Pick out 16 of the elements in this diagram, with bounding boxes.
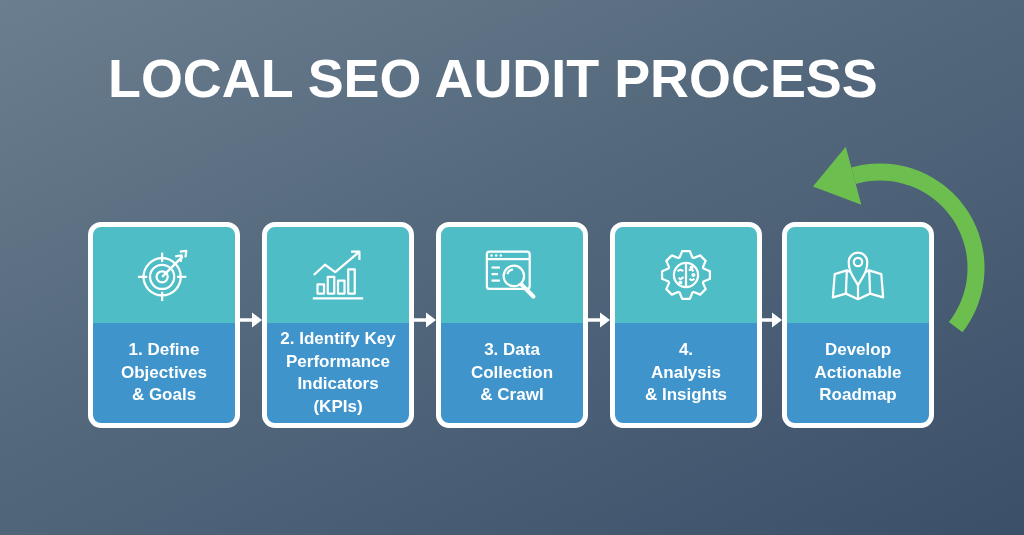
step-label: 3. Data Collection & Crawl — [469, 339, 555, 407]
step-label: 1. Define Objectives & Goals — [120, 339, 208, 407]
step-card — [88, 222, 240, 428]
step-label: 4. Analysis & Insights — [644, 339, 728, 407]
step-card — [436, 222, 588, 428]
step-card — [610, 222, 762, 428]
step-label: Develop Actionable Roadmap — [813, 339, 903, 407]
step-card — [262, 222, 414, 428]
arrow — [240, 312, 262, 328]
arrow — [588, 312, 610, 328]
step-label: 2. Identify Key Performance Indicators (KPIs) — [279, 328, 397, 418]
arrow — [414, 312, 436, 328]
arrow — [762, 312, 782, 328]
title: LOCAL SEO AUDIT PROCESS — [108, 52, 878, 107]
loop-arrow — [812, 146, 985, 333]
step-card — [782, 222, 934, 428]
